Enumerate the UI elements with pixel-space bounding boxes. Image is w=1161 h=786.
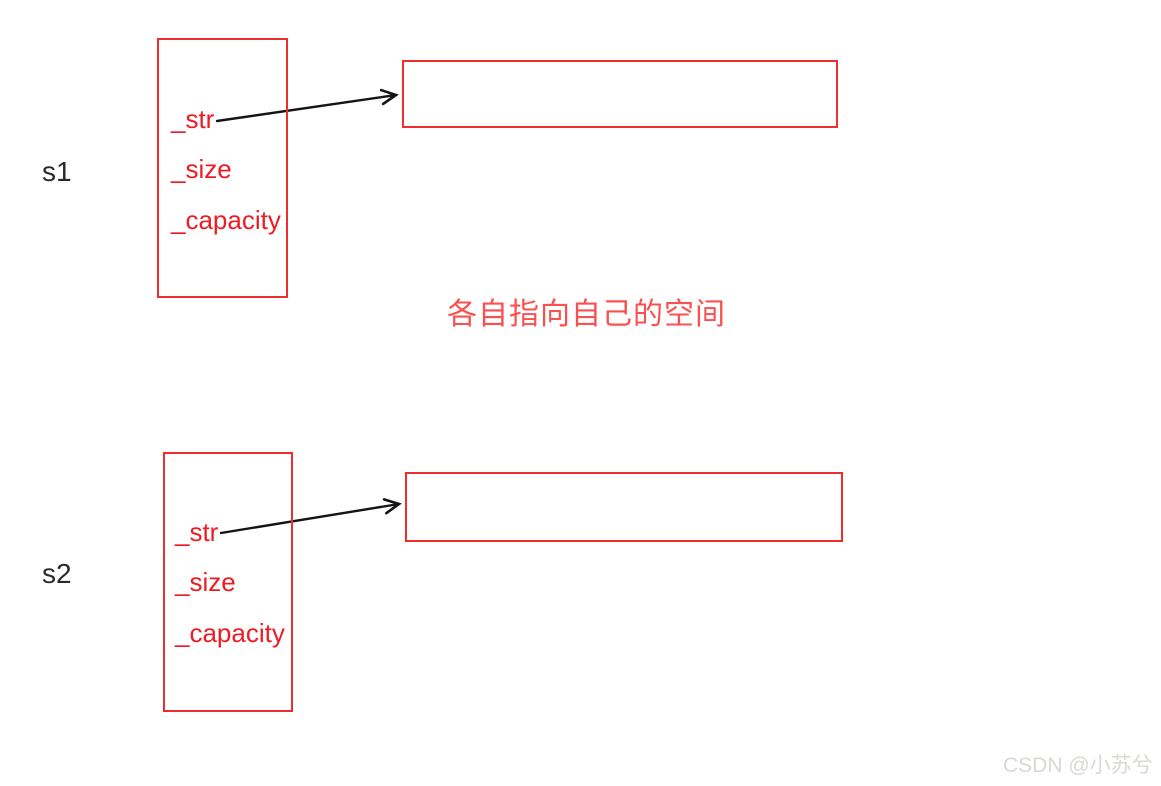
object-label-s2: s2 [42,558,72,589]
s2-member-str: _str [175,517,219,547]
object-label-s1: s1 [42,156,72,187]
struct-box-s2 [163,452,293,712]
heap-buffer-s2 [405,472,843,542]
s1-member-capacity: _capacity [171,205,281,235]
s1-member-str: _str [171,104,215,134]
watermark: CSDN @小苏兮 [1003,754,1153,777]
heap-buffer-s1 [402,60,838,128]
annotation-text: 各自指向自己的空间 [447,298,726,331]
s2-member-size: _size [175,567,236,597]
s2-member-capacity: _capacity [175,618,285,648]
s1-member-size: _size [171,154,232,184]
struct-box-s1 [157,38,288,298]
